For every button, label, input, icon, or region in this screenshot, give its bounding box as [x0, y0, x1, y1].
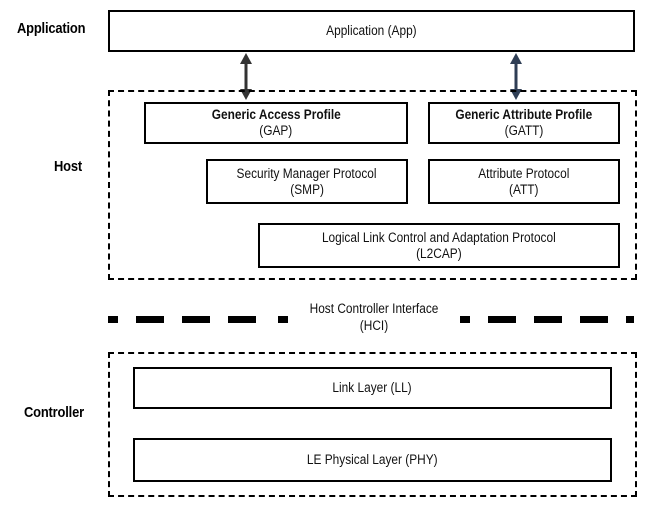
gap-box: Generic Access Profile (GAP)	[144, 102, 408, 144]
application-box-label: Application (App)	[326, 23, 417, 38]
hci-dash	[136, 316, 164, 323]
l2cap-box: Logical Link Control and Adaptation Prot…	[258, 223, 620, 268]
phy-label: LE Physical Layer (PHY)	[307, 452, 438, 467]
att-box: Attribute Protocol (ATT)	[428, 159, 620, 204]
host-region	[108, 90, 637, 280]
link-layer-box: Link Layer (LL)	[133, 367, 612, 409]
smp-title: Security Manager Protocol	[236, 165, 377, 181]
l2cap-title: Logical Link Control and Adaptation Prot…	[322, 229, 556, 245]
phy-box: LE Physical Layer (PHY)	[133, 438, 612, 482]
hci-dash	[108, 316, 118, 323]
l2cap-abbrev: (L2CAP)	[416, 245, 462, 261]
hci-dash	[228, 316, 256, 323]
hci-dash	[534, 316, 562, 323]
smp-abbrev: (SMP)	[290, 181, 324, 197]
gap-abbrev: (GAP)	[259, 123, 293, 138]
hci-dash	[182, 316, 210, 323]
hci-dash	[488, 316, 516, 323]
hci-dash	[580, 316, 608, 323]
hci-dash	[626, 316, 634, 323]
gatt-abbrev: (GATT)	[504, 123, 544, 138]
layer-label-controller: Controller	[24, 404, 84, 421]
layer-label-host: Host	[54, 158, 82, 175]
hci-label: Host Controller Interface (HCI)	[292, 300, 456, 334]
controller-region	[108, 352, 637, 497]
hci-dash	[460, 316, 470, 323]
application-box: Application (App)	[108, 10, 635, 52]
smp-box: Security Manager Protocol (SMP)	[206, 159, 408, 204]
link-layer-label: Link Layer (LL)	[332, 380, 413, 395]
gap-title: Generic Access Profile	[211, 107, 341, 122]
hci-abbrev: (HCI)	[359, 318, 389, 333]
gatt-box: Generic Attribute Profile (GATT)	[428, 102, 620, 144]
hci-title: Host Controller Interface	[309, 301, 439, 316]
att-abbrev: (ATT)	[509, 181, 539, 197]
layer-label-application: Application	[17, 20, 86, 37]
gatt-title: Generic Attribute Profile	[455, 107, 593, 122]
att-title: Attribute Protocol	[478, 165, 570, 181]
hci-dash	[278, 316, 288, 323]
